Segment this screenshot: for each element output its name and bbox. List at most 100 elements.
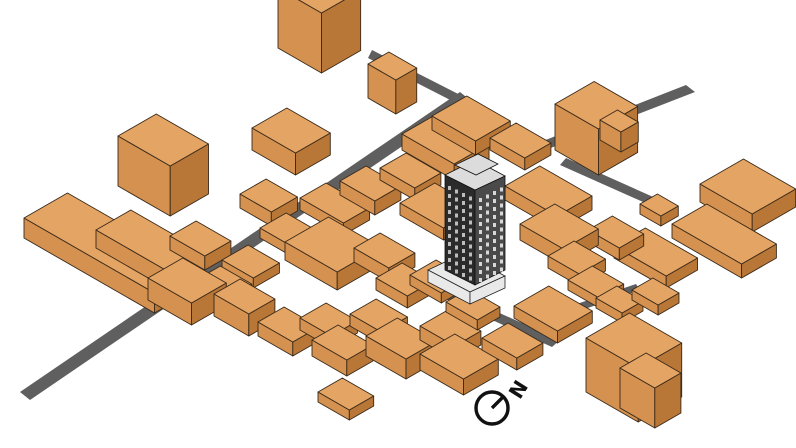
building-west-3 (339, 165, 402, 216)
tower-window (479, 270, 482, 274)
central-highrise-tower (444, 153, 506, 286)
tower-window (486, 242, 489, 247)
tower-window (455, 213, 458, 218)
building-north-low (251, 107, 331, 176)
tower-window (469, 236, 472, 241)
tower-window-grid (448, 186, 503, 282)
tower-window (448, 234, 451, 238)
tower-window (486, 218, 489, 223)
tower-window (448, 258, 451, 262)
tower-window (469, 228, 472, 233)
tower-window (486, 210, 489, 215)
tower-window (500, 211, 503, 216)
building-east-small (639, 193, 679, 227)
tower-window (486, 202, 489, 207)
building-blocks (23, 0, 796, 429)
tower-window (462, 217, 465, 221)
building-row-3 (489, 122, 552, 171)
compass-needle-icon (490, 394, 506, 410)
tower-window (469, 260, 472, 265)
tower-window (493, 223, 496, 227)
tower-window (448, 242, 451, 246)
tower-window (469, 252, 472, 257)
tower-window (448, 202, 451, 206)
building-south-9 (419, 333, 499, 396)
tower-window (455, 253, 458, 258)
tower-window (455, 245, 458, 250)
tower-window (455, 261, 458, 266)
tower-window (500, 203, 503, 208)
tower-window (462, 201, 465, 205)
building-south-east-1 (513, 285, 593, 344)
tower-window (479, 262, 482, 266)
tower-window (493, 239, 496, 243)
compass-north-label: N (504, 376, 533, 403)
tower-window (455, 205, 458, 210)
building-south-east-annex (619, 352, 682, 429)
tower-window (493, 263, 496, 267)
tower-window (500, 267, 503, 272)
tower-window (479, 214, 482, 218)
tower-window (500, 195, 503, 200)
tower-window (448, 218, 451, 222)
tower-window (479, 254, 482, 258)
tower-window (486, 266, 489, 271)
tower-window (462, 273, 465, 277)
building-west-1 (239, 178, 298, 227)
tower-window (448, 186, 451, 190)
tower-window (500, 235, 503, 240)
building-south-1 (213, 278, 276, 337)
tower-window (455, 229, 458, 234)
tower-window (479, 198, 482, 202)
tower-window (448, 210, 451, 214)
tower-window (493, 255, 496, 259)
tower-window (469, 276, 472, 281)
compass-ring-icon (474, 390, 510, 426)
building-far-east-2 (671, 203, 777, 279)
tower-window (469, 204, 472, 209)
tower-window (469, 244, 472, 249)
tower-window (469, 268, 472, 273)
tower-window (493, 207, 496, 211)
tower-window (479, 206, 482, 210)
tower-window (469, 212, 472, 217)
building-north-annex (367, 51, 418, 115)
tower-window (462, 209, 465, 213)
tower-window (493, 191, 496, 195)
tower-window (462, 233, 465, 237)
tower-window (486, 250, 489, 255)
tower-window (500, 251, 503, 256)
tower-window (493, 271, 496, 275)
tower-window (448, 226, 451, 230)
tower-window (462, 225, 465, 229)
building-lone-south (317, 377, 375, 421)
tower-window (479, 230, 482, 234)
tower-window (479, 238, 482, 242)
tower-window (486, 226, 489, 231)
tower-window (448, 194, 451, 198)
tower-window (462, 193, 465, 197)
tower-window (462, 257, 465, 261)
building-south-east-3 (631, 277, 680, 316)
tower-window (455, 197, 458, 202)
tower-window (455, 221, 458, 226)
tower-window (479, 278, 482, 282)
tower-window (486, 258, 489, 263)
tower-window (493, 231, 496, 235)
building-far-east-1 (699, 158, 796, 233)
north-compass: N (474, 376, 533, 426)
tower-window (479, 246, 482, 250)
tower-window (469, 220, 472, 225)
tower-window (448, 266, 451, 270)
tower-window (455, 269, 458, 274)
tower-window (493, 215, 496, 219)
tower-window (500, 219, 503, 224)
tower-window (486, 234, 489, 239)
building-west-tower (117, 113, 209, 217)
road-right-branch (560, 158, 660, 206)
building-east-cap (599, 109, 639, 153)
tower-window (500, 187, 503, 192)
tower-window (500, 227, 503, 232)
tower-window (493, 247, 496, 251)
tower-window (486, 274, 489, 279)
